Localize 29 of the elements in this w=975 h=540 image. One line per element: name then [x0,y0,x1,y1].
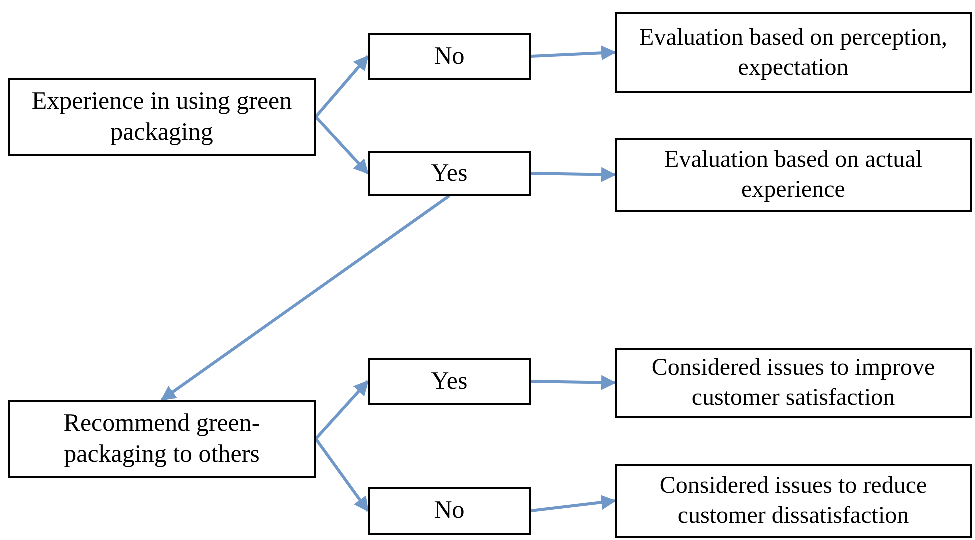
arrow [530,375,616,390]
process-box [615,12,972,93]
process-box [368,33,531,80]
box-label: No [434,496,465,526]
process-box [615,464,972,538]
process-box [615,348,972,418]
box-label: No [434,42,465,72]
box-label: Yes [431,366,468,397]
box-label: Considered issues to improve customer satisfaction [650,354,936,413]
arrow [530,495,616,512]
process-box [368,487,531,535]
box-label: Considered issues to reduce customer dissatisfaction [658,472,928,531]
arrow [530,167,616,182]
process-box [368,151,531,196]
process-box [8,400,316,478]
arrow [314,55,370,118]
box-label: Yes [431,158,468,189]
arrow [160,194,450,402]
arrow [314,116,370,175]
box-label: Evaluation based on perception, expectation [638,24,948,82]
box-label: Evaluation based on actual experience [664,146,924,205]
process-box [615,138,972,212]
box-label: Experience in using green packaging [30,86,294,148]
arrow [314,380,370,440]
arrow [530,46,616,61]
process-box [8,78,316,156]
box-label: Recommend green-packaging to others [62,408,262,470]
process-box [368,358,531,405]
arrow [314,438,370,512]
